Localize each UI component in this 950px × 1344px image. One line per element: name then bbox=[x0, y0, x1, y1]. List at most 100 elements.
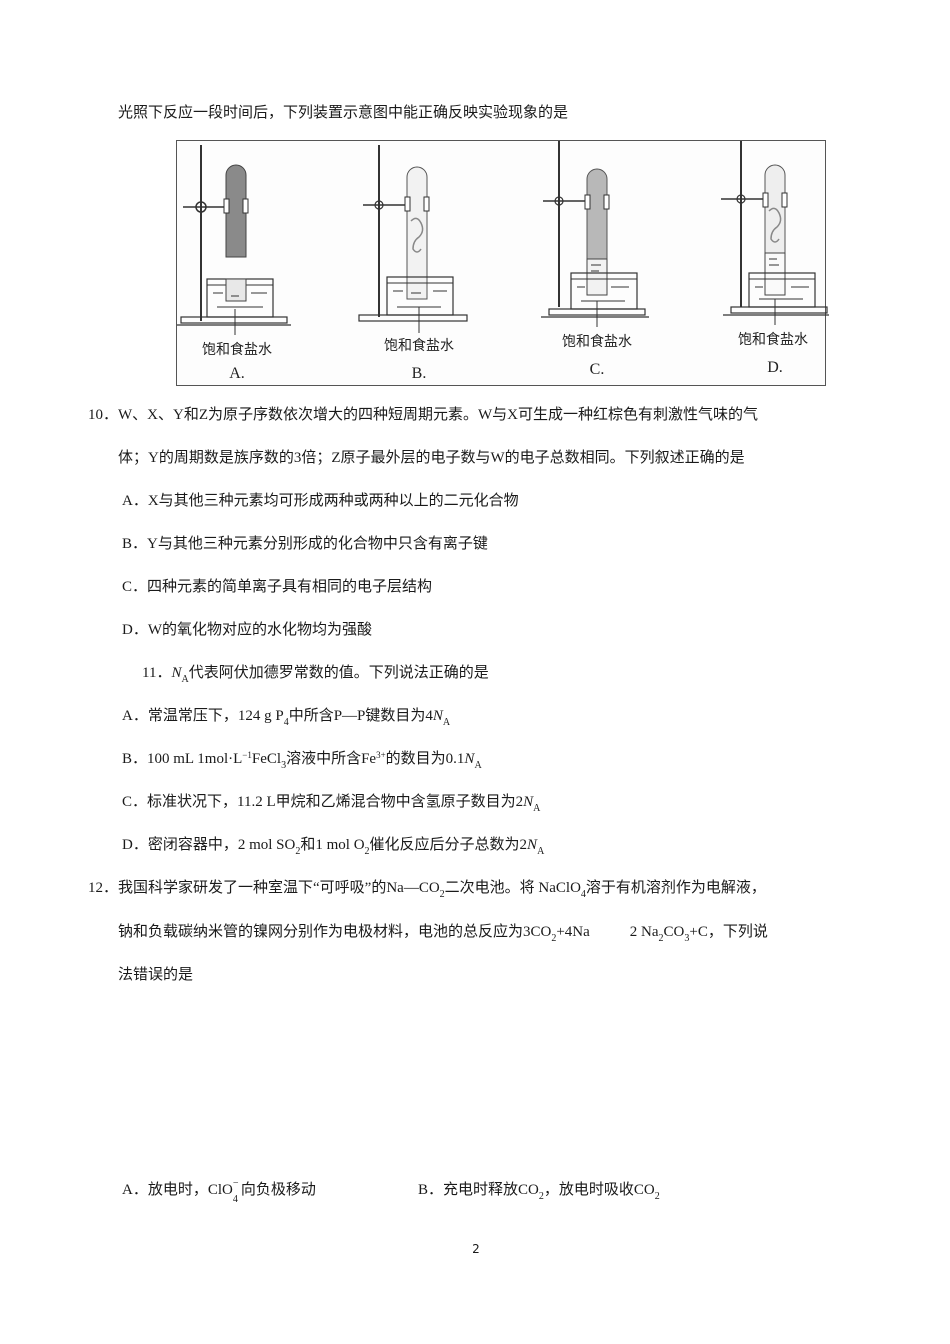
option-text: 催化反应后分子总数为2 bbox=[369, 837, 528, 853]
option-label: B． bbox=[418, 1182, 444, 1198]
q11-option-a[interactable]: A．常温常压下，124 g P4中所含P—P键数目为4NA bbox=[122, 706, 451, 728]
option-text: Y与其他三种元素分别形成的化合物中只含有离子键 bbox=[147, 536, 488, 552]
avogadro-subscript: A bbox=[533, 803, 541, 814]
option-text: 常温常压下，124 g P bbox=[147, 708, 284, 724]
avogadro-subscript: A bbox=[442, 717, 451, 728]
q12-text: +C，下列说 bbox=[689, 924, 768, 940]
option-text: W的氧化物对应的水化物均为强酸 bbox=[147, 622, 373, 638]
q12-stem-line3: 法错误的是 bbox=[118, 965, 193, 985]
subscript: 3 bbox=[281, 760, 287, 771]
q10-option-b[interactable]: B．Y与其他三种元素分别形成的化合物中只含有离子键 bbox=[122, 534, 488, 554]
superscript: − bbox=[232, 1178, 239, 1189]
subscript: 2 bbox=[364, 846, 370, 857]
subscript: 4 bbox=[283, 717, 289, 728]
subscript: 2 bbox=[658, 933, 664, 944]
q11-stem: 11．NA代表阿伏加德罗常数的值。下列说法正确的是 bbox=[142, 663, 489, 685]
avogadro-symbol: N bbox=[432, 708, 443, 724]
option-text: 的数目为0.1 bbox=[385, 751, 465, 767]
q11-option-c[interactable]: C．标准状况下，11.2 L甲烷和乙烯混合物中含氢原子数目为2NA bbox=[122, 792, 541, 814]
option-label: D． bbox=[122, 622, 148, 638]
option-text: 充电时释放CO bbox=[443, 1182, 539, 1198]
subscript: 2 bbox=[295, 846, 301, 857]
apparatus-panel-b: 饱和食盐水 B. bbox=[341, 141, 503, 385]
option-label: C． bbox=[122, 794, 148, 810]
subscript: 2 bbox=[439, 889, 445, 900]
ion-script: −4 bbox=[233, 1178, 241, 1205]
apparatus-panel-a: 饱和食盐水 A. bbox=[177, 141, 339, 385]
q10-option-c[interactable]: C．四种元素的简单离子具有相同的电子层结构 bbox=[122, 577, 432, 597]
panel-a-caption: 饱和食盐水 bbox=[202, 342, 272, 358]
panel-c-letter: C. bbox=[589, 361, 605, 378]
q10-stem-line1: 10．W、X、Y和Z为原子序数依次增大的四种短周期元素。W与X可生成一种红棕色有… bbox=[88, 405, 758, 425]
option-text: FeCl bbox=[251, 751, 282, 767]
panel-c-caption: 饱和食盐水 bbox=[562, 334, 632, 350]
apparatus-a-drawing-icon bbox=[177, 145, 291, 335]
q12-number: 12． bbox=[88, 880, 119, 896]
apparatus-panel-c: 饱和食盐水 C. bbox=[505, 141, 667, 385]
q12-text: 2 Na bbox=[629, 924, 659, 940]
option-text: X与其他三种元素均可形成两种或两种以上的二元化合物 bbox=[147, 493, 519, 509]
apparatus-panel-d: 饱和食盐水 D. bbox=[669, 141, 831, 385]
panel-d-caption: 饱和食盐水 bbox=[738, 332, 808, 348]
intro-text: 光照下反应一段时间后，下列装置示意图中能正确反映实验现象的是 bbox=[118, 105, 569, 121]
subscript: 4 bbox=[580, 889, 586, 900]
option-text: 和1 mol O bbox=[300, 837, 365, 853]
q12-text: 钠和负载碳纳米管的镍网分别作为电极材料，电池的总反应为3CO bbox=[118, 924, 552, 940]
option-text: ，放电时吸收CO bbox=[543, 1182, 655, 1198]
q12-option-b[interactable]: B．充电时释放CO2，放电时吸收CO2 bbox=[418, 1180, 660, 1202]
avogadro-symbol: N bbox=[464, 751, 475, 767]
option-text: 密闭容器中，2 mol SO bbox=[147, 837, 296, 853]
avogadro-subscript: A bbox=[181, 674, 189, 685]
q12-text: 溶于有机溶剂作为电解液， bbox=[585, 880, 766, 896]
apparatus-figure: 饱和食盐水 A. 饱和食盐水 B. bbox=[176, 140, 829, 386]
q11-stem-text: 代表阿伏加德罗常数的值。下列说法正确的是 bbox=[188, 665, 489, 681]
panel-d-letter: D. bbox=[767, 359, 783, 376]
q12-text: 我国科学家研发了一种室温下“可呼吸”的Na—CO bbox=[118, 880, 440, 896]
option-text: 放电时，ClO bbox=[147, 1182, 233, 1198]
option-label: A． bbox=[122, 1182, 148, 1198]
panel-b-caption: 饱和食盐水 bbox=[384, 338, 454, 354]
q11-option-b[interactable]: B．100 mL 1mol·L−1FeCl3溶液中所含Fe3+的数目为0.1NA bbox=[122, 749, 482, 771]
q12-text: 二次电池。将 NaClO bbox=[444, 880, 581, 896]
superscript: −1 bbox=[242, 750, 252, 760]
subscript: 3 bbox=[684, 933, 690, 944]
option-text: 100 mL 1mol·L bbox=[147, 751, 243, 767]
subscript: 2 bbox=[538, 1191, 544, 1202]
subscript: 2 bbox=[654, 1191, 660, 1202]
q12-text: 法错误的是 bbox=[118, 967, 194, 983]
q12-text: +4Na bbox=[556, 924, 590, 940]
option-label: B． bbox=[122, 536, 148, 552]
apparatus-c-drawing-icon bbox=[541, 141, 649, 327]
q11-number: 11． bbox=[142, 665, 172, 681]
q10-stem-text-1: W、X、Y和Z为原子序数依次增大的四种短周期元素。W与X可生成一种红棕色有刺激性… bbox=[118, 407, 758, 423]
q10-option-d[interactable]: D．W的氧化物对应的水化物均为强酸 bbox=[122, 620, 372, 640]
q10-stem-text-2: 体；Y的周期数是族序数的3倍；Z原子最外层的电子数与W的电子总数相同。下列叙述正… bbox=[118, 450, 745, 466]
subscript: 4 bbox=[232, 1194, 238, 1205]
option-text: 中所含P—P键数目为4 bbox=[288, 708, 433, 724]
avogadro-subscript: A bbox=[537, 846, 545, 857]
option-text: 溶液中所含Fe bbox=[286, 751, 377, 767]
option-label: D． bbox=[122, 837, 148, 853]
option-label: A． bbox=[122, 708, 148, 724]
option-text: 四种元素的简单离子具有相同的电子层结构 bbox=[147, 579, 433, 595]
apparatus-b-drawing-icon bbox=[358, 145, 468, 333]
option-label: B． bbox=[122, 751, 148, 767]
superscript: 3+ bbox=[376, 750, 386, 760]
q10-option-a[interactable]: A．X与其他三种元素均可形成两种或两种以上的二元化合物 bbox=[122, 491, 519, 511]
panel-a-letter: A. bbox=[229, 365, 245, 382]
avogadro-symbol: N bbox=[171, 665, 182, 681]
q12-stem-line1: 12．我国科学家研发了一种室温下“可呼吸”的Na—CO2二次电池。将 NaClO… bbox=[88, 878, 766, 900]
avogadro-symbol: N bbox=[523, 794, 534, 810]
page-number: 2 bbox=[472, 1242, 480, 1256]
subscript: 2 bbox=[551, 933, 557, 944]
apparatus-d-drawing-icon bbox=[721, 141, 829, 325]
panel-b-letter: B. bbox=[411, 365, 427, 382]
question-intro-text: 光照下反应一段时间后，下列装置示意图中能正确反映实验现象的是 bbox=[118, 103, 568, 123]
q11-option-d[interactable]: D．密闭容器中，2 mol SO2和1 mol O2催化反应后分子总数为2NA bbox=[122, 835, 545, 857]
option-label: C． bbox=[122, 579, 148, 595]
q10-stem-line2: 体；Y的周期数是族序数的3倍；Z原子最外层的电子数与W的电子总数相同。下列叙述正… bbox=[118, 448, 745, 468]
q10-number: 10． bbox=[88, 407, 119, 423]
option-text: 向负极移动 bbox=[240, 1182, 316, 1198]
